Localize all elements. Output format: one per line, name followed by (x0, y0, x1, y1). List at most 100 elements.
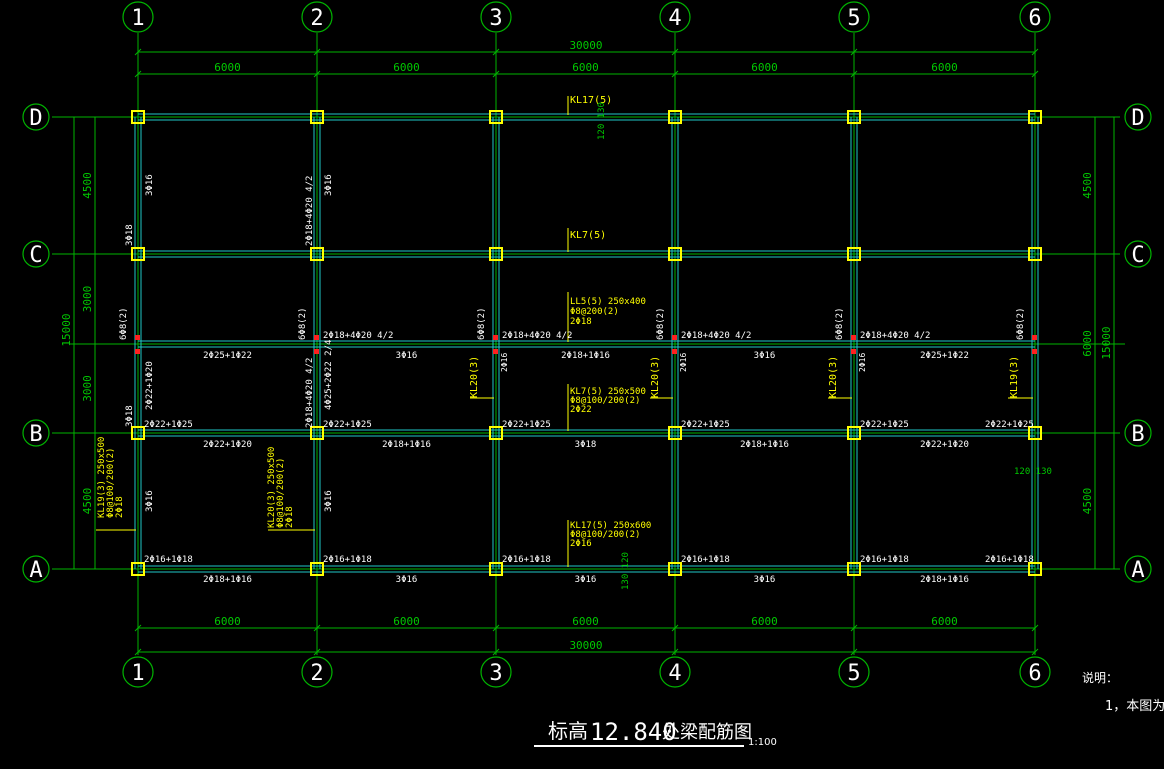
ll-top-text-2: 2Φ18+4Φ20 4/2 (323, 331, 393, 341)
kl7-b-line1: KL7(5) 250x500 (570, 387, 646, 397)
left-span-text: 3000 (81, 375, 94, 402)
left-span-text: 4500 (81, 172, 94, 199)
hanger-marker (851, 349, 856, 354)
hanger-marker (493, 349, 498, 354)
top-dimension-tick (850, 48, 858, 56)
top-dimension-span-text: 6000 (931, 61, 958, 74)
top-dimension-tick (1031, 48, 1039, 56)
stirrup-label-5: 6Φ8(2) (835, 307, 845, 340)
col-2-bc-text: 2Φ18+4Φ20 4/2 (305, 358, 315, 428)
stirrup-label-3: 6Φ8(2) (477, 307, 487, 340)
top-dimension-tick (850, 70, 858, 78)
column-1C (131, 247, 145, 261)
kl19-line1: KL19(3) 250x500 (97, 437, 107, 518)
b-bottom-text-2: 2Φ18+1Φ16 (382, 440, 431, 450)
col-2-top-text: 2Φ18+4Φ20 4/2 (305, 176, 315, 246)
hanger-marker (314, 335, 319, 340)
axis-bubble-5-top (838, 1, 870, 33)
right-span-text-mid: 6000 (1081, 330, 1094, 357)
bottom-dimension-total-text: 30000 (569, 639, 602, 652)
top-dimension-span-text: 6000 (751, 61, 778, 74)
notes: 说明： 1，本图为 (1082, 670, 1164, 714)
col-3-small-text: 2Φ16 (500, 353, 509, 372)
column-6D (1028, 110, 1042, 124)
stirrup-label-1: 6Φ8(2) (119, 307, 129, 340)
column-3C (489, 247, 503, 261)
ll-bottom-text-2: 3Φ16 (396, 351, 418, 361)
ll5-line2: Φ8@200(2) (570, 307, 619, 317)
bottom-dimension-tick (492, 648, 500, 656)
ll-bottom-text-5: 2Φ25+1Φ22 (920, 351, 969, 361)
b-top-text-5: 2Φ22+1Φ25 (860, 420, 909, 430)
kl17-top-label: KL17(5) (570, 95, 612, 106)
a-bottom-text-2: 3Φ16 (396, 575, 418, 585)
kl17-top-section: 120 130 (597, 102, 607, 140)
kl20-4-label: KL20(3) (650, 356, 661, 398)
axis-bubble-C-right (1124, 240, 1152, 268)
column-2D (310, 110, 324, 124)
bottom-dimension-tick (134, 648, 142, 656)
axis-label-1: 1 (131, 661, 144, 686)
column-4A (668, 562, 682, 576)
kl20-line1: KL20(3) 250x500 (267, 447, 277, 528)
axis-label-C: C (29, 243, 42, 268)
right-span-text-bottom: 4500 (1081, 488, 1094, 515)
axis-label-D: D (1131, 106, 1144, 131)
column-2B (310, 426, 324, 440)
bottom-dimension-tick (1031, 648, 1039, 656)
a-top-text-5: 2Φ16+1Φ18 (860, 555, 909, 565)
axis-label-2: 2 (310, 6, 323, 31)
hanger-marker (314, 349, 319, 354)
column-1B (131, 426, 145, 440)
bottom-dimension-span-text: 6000 (931, 615, 958, 628)
col-2-bc2-text: 4Φ25+2Φ22 2/4 (324, 340, 334, 410)
a-top-text-3: 2Φ16+1Φ18 (502, 555, 551, 565)
ll-bottom-text-3: 2Φ18+1Φ16 (561, 351, 610, 361)
b-top-text-1: 2Φ22+1Φ25 (144, 420, 193, 430)
kl20-3-label: KL20(3) (469, 356, 480, 398)
title-elevation: 12.840 (590, 718, 677, 746)
kl7-b-line2: Φ8@100/200(2) (570, 396, 640, 406)
b-bottom-text-1: 2Φ22+1Φ20 (203, 440, 252, 450)
ll-bottom-text-1: 2Φ25+1Φ22 (203, 351, 252, 361)
col-2-ba-text: 3Φ16 (324, 490, 334, 512)
top-dimension-tick (671, 70, 679, 78)
bottom-dimension-span-text: 6000 (751, 615, 778, 628)
hanger-marker (493, 335, 498, 340)
stirrup-label-4: 6Φ8(2) (656, 307, 666, 340)
axis-label-C: C (1131, 243, 1144, 268)
ll-top-text-4: 2Φ18+4Φ20 4/2 (681, 331, 751, 341)
axis-bubble-1-top (122, 1, 154, 33)
column-4B (668, 426, 682, 440)
column-5A (847, 562, 861, 576)
bottom-dimension-span-text: 6000 (572, 615, 599, 628)
col-1-bc-text: 2Φ22+1Φ20 (145, 361, 155, 410)
top-dimension-span-text: 6000 (214, 61, 241, 74)
kl20-line3: 2Φ18 (285, 506, 295, 528)
bottom-dimension-tick (134, 624, 142, 632)
right-total-text: 15000 (1100, 326, 1113, 359)
section-a-text: 130 120 (621, 552, 631, 590)
bottom-dimension-span-text: 6000 (393, 615, 420, 628)
top-dimension-tick (492, 70, 500, 78)
column-3A (489, 562, 503, 576)
bottom-dimension-tick (492, 624, 500, 632)
title-prefix: 标高 (548, 719, 588, 743)
left-span-text: 4500 (81, 488, 94, 515)
kl19-6-label: KL19(3) (1009, 356, 1020, 398)
beams (134, 113, 1039, 573)
column-6B (1028, 426, 1042, 440)
col-5-small-text: 2Φ16 (858, 353, 867, 372)
axis-bubble-A-right (1124, 555, 1152, 583)
b-bottom-text-5: 2Φ22+1Φ20 (920, 440, 969, 450)
a-top-text-2: 2Φ16+1Φ18 (323, 555, 372, 565)
col-1-dc-text: 3Φ16 (145, 174, 155, 196)
axis-label-6: 6 (1028, 6, 1041, 31)
top-dimension-span-text: 6000 (393, 61, 420, 74)
kl7-c-label: KL7(5) (570, 230, 606, 241)
top-dimension-tick (671, 48, 679, 56)
hanger-marker (851, 335, 856, 340)
axis-bubble-3-top (480, 1, 512, 33)
